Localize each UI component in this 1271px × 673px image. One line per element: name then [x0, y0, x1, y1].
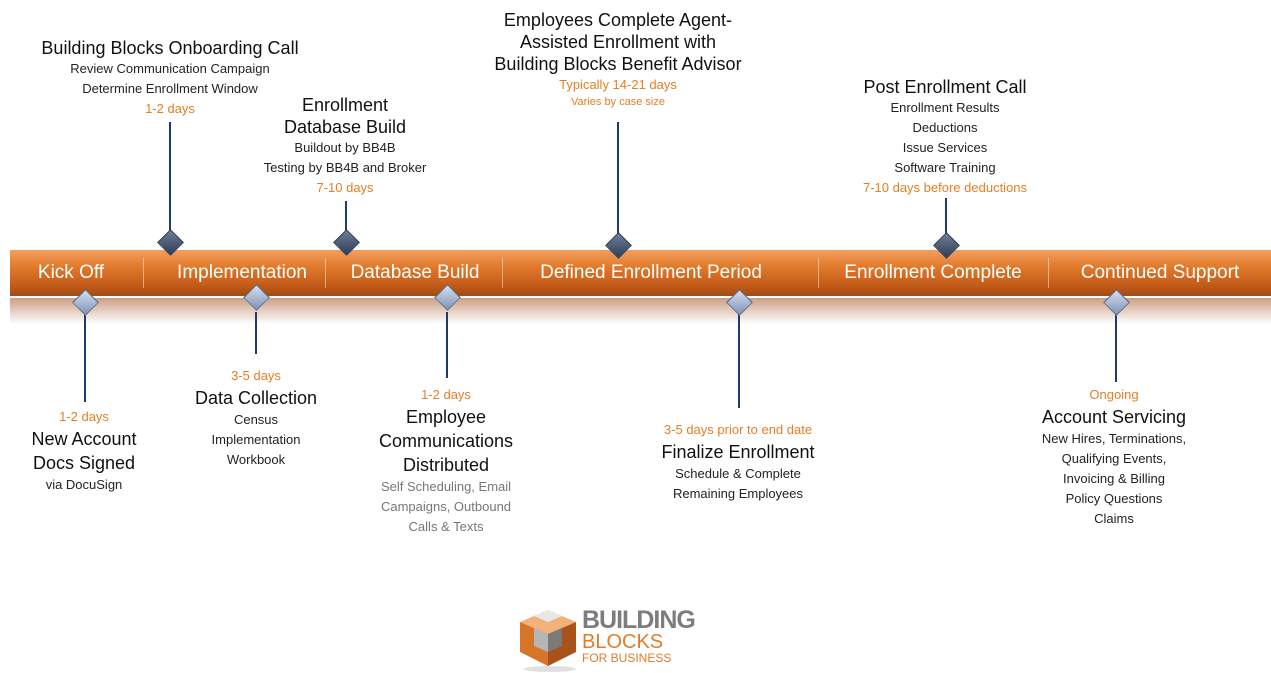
milestone-detail: Determine Enrollment Window	[82, 81, 258, 96]
milestone-detail: Issue Services	[902, 140, 988, 155]
timeline-band	[10, 250, 1271, 296]
connector-line	[255, 312, 257, 354]
milestone-duration: 7-10 days	[316, 180, 374, 195]
phase-database-build: Database Build	[350, 262, 480, 283]
phase-divider	[818, 258, 819, 288]
connector-line	[169, 122, 171, 237]
milestone-onboarding-call: Building Blocks Onboarding Call Review C…	[41, 37, 298, 119]
milestone-detail: Implementation	[211, 432, 301, 447]
milestone-detail: Invoicing & Billing	[1063, 471, 1165, 486]
milestone-detail: Census	[233, 412, 279, 427]
milestone-title: Database Build	[283, 117, 407, 137]
milestone-detail: Testing by BB4B and Broker	[263, 160, 427, 175]
milestone-account-servicing: Ongoing Account Servicing New Hires, Ter…	[1042, 385, 1186, 529]
milestone-employee-communications: 1-2 days Employee Communications Distrib…	[379, 385, 513, 537]
milestone-duration: 3-5 days	[231, 368, 281, 383]
milestone-title: Employee	[405, 407, 487, 427]
cube-logo-icon	[520, 610, 576, 672]
milestone-new-account: 1-2 days New Account Docs Signed via Doc…	[31, 407, 136, 495]
connector-line	[945, 198, 947, 237]
milestone-detail: Claims	[1094, 511, 1134, 526]
milestone-detail: Calls & Texts	[408, 519, 484, 534]
milestone-duration: Typically 14-21 days	[559, 77, 677, 92]
connector-line	[345, 201, 347, 237]
milestone-title: Enrollment	[301, 95, 389, 115]
milestone-note: Varies by case size	[571, 96, 665, 108]
milestone-title: New Account	[31, 429, 137, 449]
phase-implementation: Implementation	[177, 262, 307, 283]
milestone-duration: 7-10 days before deductions	[862, 180, 1028, 195]
milestone-title: Assisted Enrollment with	[519, 32, 717, 52]
milestone-detail: Software Training	[894, 160, 996, 175]
milestone-title: Building Blocks Onboarding Call	[41, 38, 299, 58]
phase-enrollment-complete: Enrollment Complete	[844, 262, 1022, 283]
milestone-finalize-enrollment: 3-5 days prior to end date Finalize Enro…	[661, 420, 814, 504]
milestone-detail: Workbook	[226, 452, 286, 467]
phase-continued-support: Continued Support	[1080, 262, 1240, 283]
logo-text-blocks: BLOCKS	[582, 631, 664, 653]
milestone-title: Post Enrollment Call	[863, 77, 1027, 97]
milestone-detail: Buildout by BB4B	[294, 140, 396, 155]
milestone-detail: Campaigns, Outbound	[380, 499, 512, 514]
phase-divider	[325, 258, 326, 288]
milestone-title: Distributed	[402, 455, 490, 475]
phase-divider	[143, 258, 144, 288]
connector-line	[1115, 312, 1117, 382]
milestone-detail: Qualifying Events,	[1061, 451, 1167, 466]
company-logo: BUILDING BLOCKS FOR BUSINESS	[514, 600, 704, 672]
milestone-detail: Deductions	[912, 120, 978, 135]
milestone-duration: 1-2 days	[421, 387, 471, 402]
phase-divider	[1048, 258, 1049, 288]
milestone-detail: New Hires, Terminations,	[1041, 431, 1187, 446]
connector-line	[738, 312, 740, 408]
milestone-detail: Review Communication Campaign	[70, 61, 270, 76]
milestone-title: Communications	[378, 431, 514, 451]
phase-kick-off: Kick Off	[37, 262, 105, 283]
milestone-title: Data Collection	[194, 388, 318, 408]
milestone-detail: Policy Questions	[1065, 491, 1163, 506]
milestone-duration: 1-2 days	[145, 101, 195, 116]
milestone-duration: 3-5 days prior to end date	[663, 422, 813, 437]
milestone-title: Docs Signed	[32, 453, 136, 473]
milestone-agent-assisted-enrollment: Employees Complete Agent- Assisted Enrol…	[494, 9, 741, 110]
milestone-detail: Schedule & Complete	[675, 466, 801, 481]
milestone-title: Account Servicing	[1041, 407, 1187, 427]
milestone-post-enrollment-call: Post Enrollment Call Enrollment Results …	[863, 76, 1027, 198]
milestone-duration: Ongoing	[1089, 387, 1139, 402]
milestone-duration: 1-2 days	[59, 409, 109, 424]
milestone-title: Employees Complete Agent-	[503, 10, 733, 30]
milestone-detail: Enrollment Results	[890, 100, 1000, 115]
milestone-detail: Remaining Employees	[672, 486, 804, 501]
phase-defined-enrollment-period: Defined Enrollment Period	[540, 262, 762, 283]
connector-line	[446, 312, 448, 378]
milestone-title: Building Blocks Benefit Advisor	[494, 54, 742, 74]
phase-divider	[502, 258, 503, 288]
connector-line	[84, 312, 86, 402]
milestone-title: Finalize Enrollment	[661, 442, 815, 462]
milestone-detail: via DocuSign	[45, 477, 123, 492]
milestone-database-build: Enrollment Database Build Buildout by BB…	[264, 94, 427, 198]
logo-text-building: BUILDING	[582, 606, 696, 634]
timeline-band-shadow	[10, 298, 1271, 324]
logo-text-for-business: FOR BUSINESS	[582, 651, 672, 665]
connector-line	[617, 122, 619, 237]
milestone-data-collection: 3-5 days Data Collection Census Implemen…	[195, 366, 317, 470]
milestone-detail: Self Scheduling, Email	[380, 479, 512, 494]
